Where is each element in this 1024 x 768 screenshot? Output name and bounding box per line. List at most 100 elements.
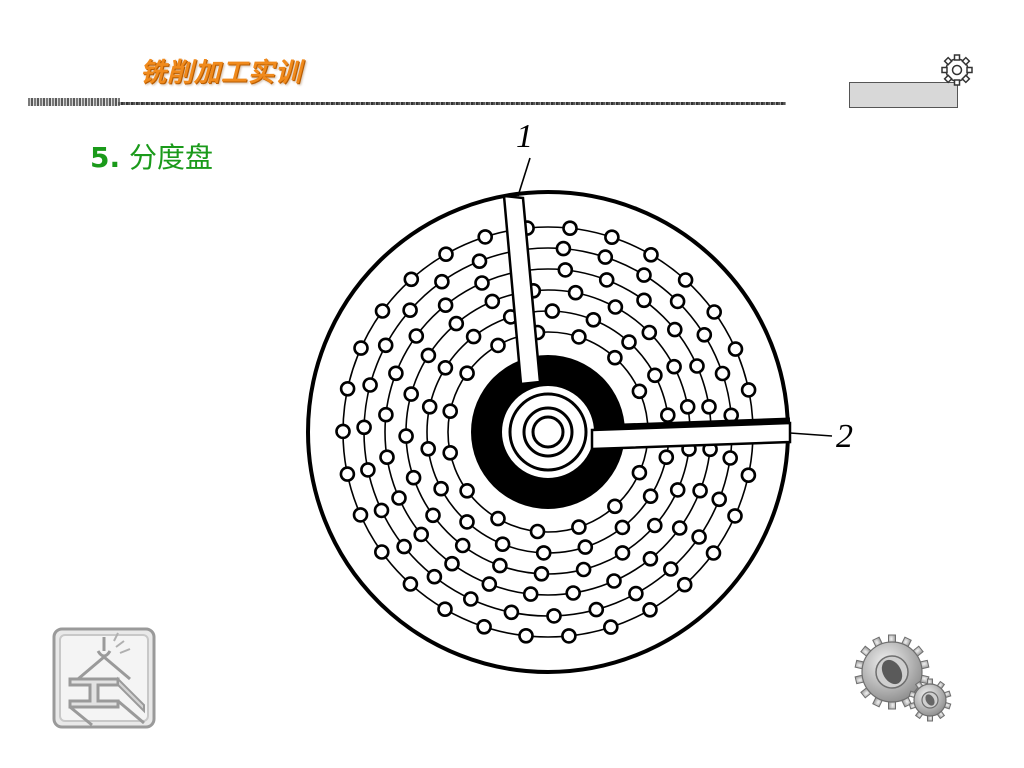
- index-hole: [727, 341, 744, 357]
- index-hole: [352, 507, 369, 523]
- corner-box: [849, 82, 958, 108]
- index-hole: [339, 380, 356, 397]
- header-rule-accent: [28, 98, 120, 106]
- index-hole: [403, 386, 420, 402]
- index-hole: [484, 293, 501, 310]
- index-hole: [459, 482, 475, 499]
- index-hole: [677, 272, 694, 288]
- index-hole: [597, 249, 614, 265]
- index-hole: [689, 358, 705, 374]
- index-hole: [462, 591, 479, 607]
- index-hole: [606, 573, 622, 589]
- index-hole: [379, 449, 395, 466]
- index-hole: [565, 585, 582, 601]
- index-hole: [405, 469, 422, 486]
- gears-icon[interactable]: [852, 632, 954, 724]
- index-hole: [575, 561, 592, 578]
- index-hole: [562, 220, 578, 236]
- crane-i-beam-icon[interactable]: [52, 627, 156, 729]
- index-hole: [636, 292, 652, 309]
- index-hole: [646, 517, 663, 534]
- index-hole: [701, 398, 717, 415]
- index-hole: [659, 407, 676, 424]
- index-hole: [437, 297, 454, 314]
- index-hole: [518, 627, 534, 644]
- index-hole: [571, 329, 587, 345]
- index-hole: [378, 406, 394, 423]
- index-hole: [691, 529, 707, 545]
- index-hole: [426, 568, 443, 585]
- index-hole: [403, 271, 420, 288]
- index-hole: [669, 482, 686, 498]
- index-hole: [544, 303, 561, 319]
- index-hole: [696, 326, 713, 343]
- index-hole: [588, 601, 605, 618]
- index-hole: [679, 398, 696, 415]
- index-hole: [477, 229, 494, 245]
- index-hole: [396, 538, 412, 555]
- sector-arm-1: [502, 194, 542, 386]
- index-hole: [360, 462, 376, 478]
- index-hole: [604, 229, 620, 245]
- index-hole: [503, 604, 520, 621]
- index-hole: [402, 576, 419, 592]
- index-hole: [339, 466, 356, 482]
- section-heading: 5. 分度盘: [90, 136, 213, 176]
- section-number: 5.: [90, 141, 121, 174]
- index-hole: [425, 507, 441, 524]
- index-hole: [555, 240, 572, 257]
- index-hole: [598, 272, 615, 288]
- index-hole: [421, 398, 438, 415]
- index-hole: [377, 337, 394, 354]
- index-hole: [546, 608, 562, 624]
- index-hole: [642, 488, 659, 505]
- index-hole: [533, 565, 550, 582]
- index-hole: [628, 585, 644, 602]
- index-hole: [535, 545, 552, 561]
- index-hole: [356, 419, 372, 436]
- header-rule: [118, 102, 786, 105]
- index-hole: [642, 601, 658, 618]
- index-hole: [494, 536, 511, 553]
- index-hole: [454, 537, 471, 554]
- index-hole: [420, 347, 437, 364]
- index-hole: [448, 315, 465, 332]
- index-hole: [614, 545, 631, 561]
- callout-2: 2: [836, 418, 853, 455]
- index-hole: [373, 502, 390, 519]
- index-hole: [437, 601, 453, 618]
- index-hole: [567, 284, 584, 301]
- index-hole: [607, 349, 623, 366]
- index-hole: [671, 520, 688, 536]
- index-hole: [373, 544, 390, 560]
- index-hole: [585, 311, 602, 328]
- index-hole: [476, 618, 492, 635]
- index-hole: [740, 382, 757, 398]
- index-hole: [374, 303, 391, 319]
- index-hole: [391, 490, 407, 506]
- callout-1: 1: [516, 118, 533, 155]
- index-hole: [666, 358, 682, 375]
- index-hole: [420, 440, 437, 457]
- index-hole: [408, 328, 425, 344]
- index-hole: [444, 555, 460, 572]
- index-hole: [335, 423, 351, 440]
- index-hole: [577, 539, 594, 555]
- index-hole: [642, 550, 659, 567]
- index-hole: [471, 253, 488, 270]
- index-hole: [402, 302, 418, 319]
- index-hole: [529, 523, 546, 540]
- index-hole: [631, 383, 648, 400]
- index-hole: [705, 545, 722, 561]
- index-hole: [459, 365, 475, 382]
- index-hole: [490, 337, 506, 354]
- index-hole: [676, 576, 693, 593]
- index-hole: [442, 403, 459, 420]
- index-hole: [607, 498, 623, 515]
- index-hole: [561, 628, 577, 644]
- index-hole: [607, 299, 624, 315]
- index-hole: [692, 482, 708, 499]
- index-hole: [641, 324, 658, 341]
- index-hole: [621, 334, 637, 350]
